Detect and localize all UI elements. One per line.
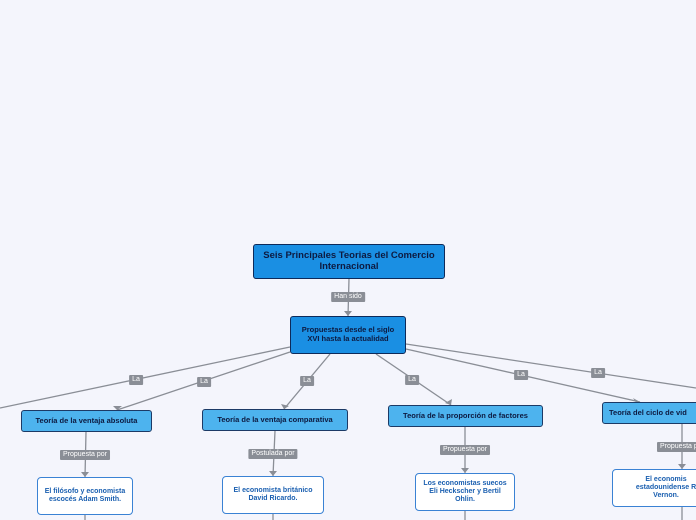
- theory-label: Teoría de la proporción de factores: [403, 410, 528, 420]
- author-text: El filósofo y economista escocés Adam Sm…: [44, 487, 126, 503]
- connector-mid-offscreen-left: [0, 346, 291, 409]
- link-label-la: La: [591, 368, 605, 378]
- link-label-la: La: [514, 370, 528, 380]
- arrowhead: [81, 472, 89, 477]
- arrowhead: [281, 404, 289, 409]
- link-label-la: La: [300, 376, 314, 386]
- link-label-propuesta-por: Propuesta por: [657, 442, 696, 452]
- theory-node-absolute-advantage[interactable]: Teoría de la ventaja absoluta: [21, 410, 152, 432]
- root-node[interactable]: Seis Principales Teorias del Comercio In…: [253, 244, 445, 279]
- connector-mid-offscreen-right: [405, 343, 696, 389]
- arrowhead: [445, 399, 452, 405]
- arrowhead: [678, 464, 686, 469]
- link-label-postulada-por: Postulada por: [248, 449, 298, 459]
- period-node[interactable]: Propuestas desde el siglo XVI hasta la a…: [290, 316, 406, 354]
- link-label-propuesta-por: Propuesta por: [60, 450, 110, 460]
- link-label-la: La: [129, 375, 143, 385]
- arrowhead: [113, 406, 122, 410]
- link-label-propuesta-por: Propuesta por: [440, 445, 490, 455]
- author-node-david-ricardo[interactable]: El economista británico David Ricardo.: [222, 476, 324, 514]
- theory-node-factor-proportions[interactable]: Teoría de la proporción de factores: [388, 405, 543, 427]
- theory-node-comparative-advantage[interactable]: Teoría de la ventaja comparativa: [202, 409, 348, 431]
- arrowhead: [269, 471, 277, 476]
- theory-label: Teoría de la ventaja comparativa: [217, 414, 333, 424]
- author-text: El economis estadounidense R Vernon.: [635, 475, 696, 500]
- theory-label: Teoría del ciclo de vid: [609, 407, 687, 417]
- period-node-label: Propuestas desde el siglo XVI hasta la a…: [301, 325, 395, 343]
- root-node-title: Seis Principales Teorias del Comercio In…: [263, 249, 435, 272]
- link-label-la: La: [405, 375, 419, 385]
- theory-node-life-cycle[interactable]: Teoría del ciclo de vid: [602, 402, 696, 424]
- author-node-adam-smith[interactable]: El filósofo y economista escocés Adam Sm…: [37, 477, 133, 515]
- link-label-han-sido: Han sido: [331, 292, 365, 302]
- arrowhead: [344, 311, 352, 316]
- arrowhead: [461, 468, 469, 473]
- theory-label: Teoría de la ventaja absoluta: [35, 415, 138, 425]
- author-text: El economista británico David Ricardo.: [233, 486, 313, 502]
- author-node-vernon[interactable]: El economis estadounidense R Vernon.: [612, 469, 696, 507]
- link-label-la: La: [197, 377, 211, 387]
- author-text: Los economistas suecos Eli Heckscher y B…: [423, 479, 507, 504]
- author-node-heckscher-ohlin[interactable]: Los economistas suecos Eli Heckscher y B…: [415, 473, 515, 511]
